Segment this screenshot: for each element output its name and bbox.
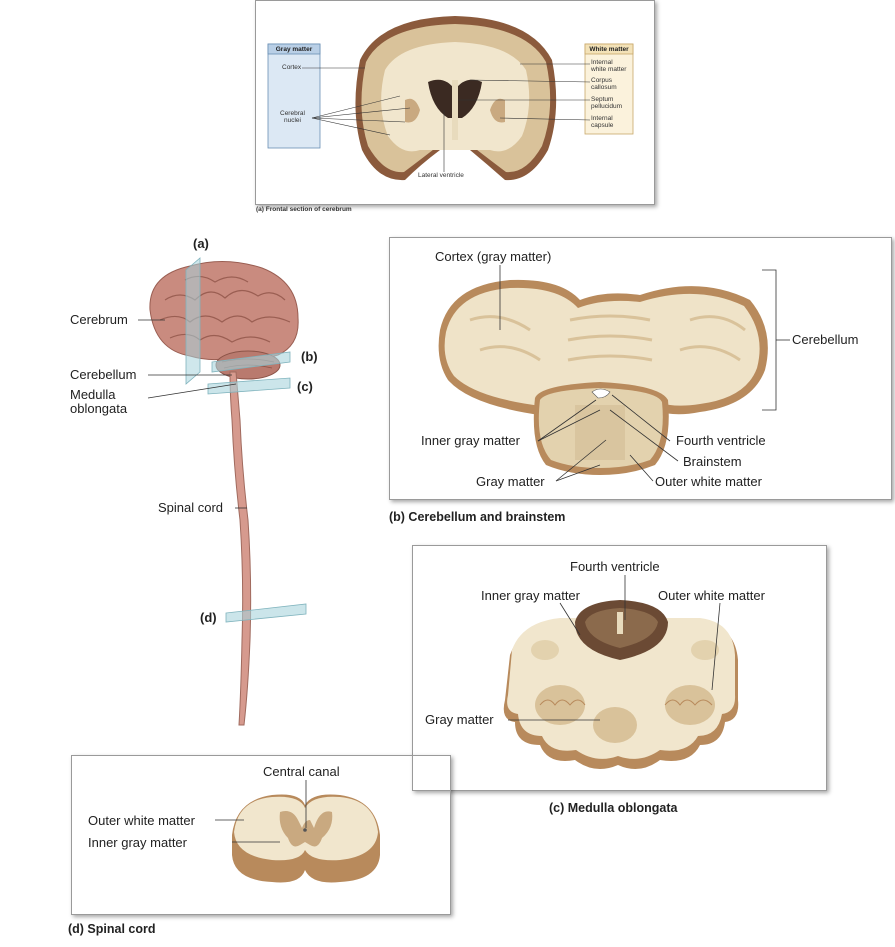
label-b-gray-matter: Gray matter	[476, 474, 545, 489]
white-matter-header: White matter	[589, 46, 629, 53]
panel-d-frame	[71, 755, 451, 915]
frontal-section-illustration	[355, 16, 557, 181]
caption-b: (b) Cerebellum and brainstem	[389, 510, 566, 524]
label-a-septum-pellucidum: Septum pellucidum	[591, 96, 623, 110]
label-a-internal-capsule: Internal capsule	[591, 115, 614, 129]
label-medulla-oblongata: Medulla oblongata	[70, 387, 128, 416]
label-b-cerebellum: Cerebellum	[792, 332, 859, 347]
brain-overview-illustration	[149, 260, 299, 726]
label-c-fourth-ventricle: Fourth ventricle	[570, 559, 660, 574]
plane-label-c: (c)	[297, 379, 313, 394]
label-b-cortex: Cortex (gray matter)	[435, 249, 552, 264]
gray-matter-box	[267, 43, 321, 149]
plane-label-b: (b)	[301, 349, 318, 364]
label-c-outer-white-matter: Outer white matter	[658, 588, 765, 603]
label-d-inner-gray-matter: Inner gray matter	[88, 835, 187, 850]
spinal-cord-section-illustration	[232, 794, 380, 883]
label-d-central-canal: Central canal	[263, 764, 340, 779]
caption-d: (d) Spinal cord	[68, 922, 156, 936]
panel-b-frame	[389, 237, 892, 500]
plane-label-a: (a)	[193, 236, 209, 251]
label-b-fourth-ventricle: Fourth ventricle	[676, 433, 766, 448]
caption-a: (a) Frontal section of cerebrum	[256, 206, 352, 213]
plane-label-d: (d)	[200, 610, 217, 625]
cerebellum-section-illustration	[438, 279, 768, 475]
label-d-outer-white-matter: Outer white matter	[88, 813, 195, 828]
label-c-gray-matter: Gray matter	[425, 712, 494, 727]
medulla-section-illustration	[503, 600, 739, 769]
label-b-brainstem: Brainstem	[683, 454, 742, 469]
label-cerebellum: Cerebellum	[70, 367, 137, 382]
label-a-cerebral-nuclei: Cerebral nuclei	[280, 110, 305, 124]
caption-c: (c) Medulla oblongata	[549, 801, 678, 815]
label-a-internal-white-matter: Internal white matter	[591, 59, 627, 73]
label-b-outer-white-matter: Outer white matter	[655, 474, 762, 489]
gray-matter-header: Gray matter	[275, 46, 313, 53]
label-b-inner-gray-matter: Inner gray matter	[421, 433, 520, 448]
panel-c-frame	[412, 545, 827, 791]
label-a-lateral-ventricle: Lateral ventricle	[418, 172, 464, 179]
label-spinal-cord: Spinal cord	[158, 500, 224, 515]
label-cerebrum: Cerebrum	[70, 312, 128, 327]
label-c-inner-gray-matter: Inner gray matter	[481, 588, 580, 603]
label-a-corpus-callosum: Corpus callosum	[591, 77, 617, 91]
label-a-cortex: Cortex	[282, 64, 302, 71]
